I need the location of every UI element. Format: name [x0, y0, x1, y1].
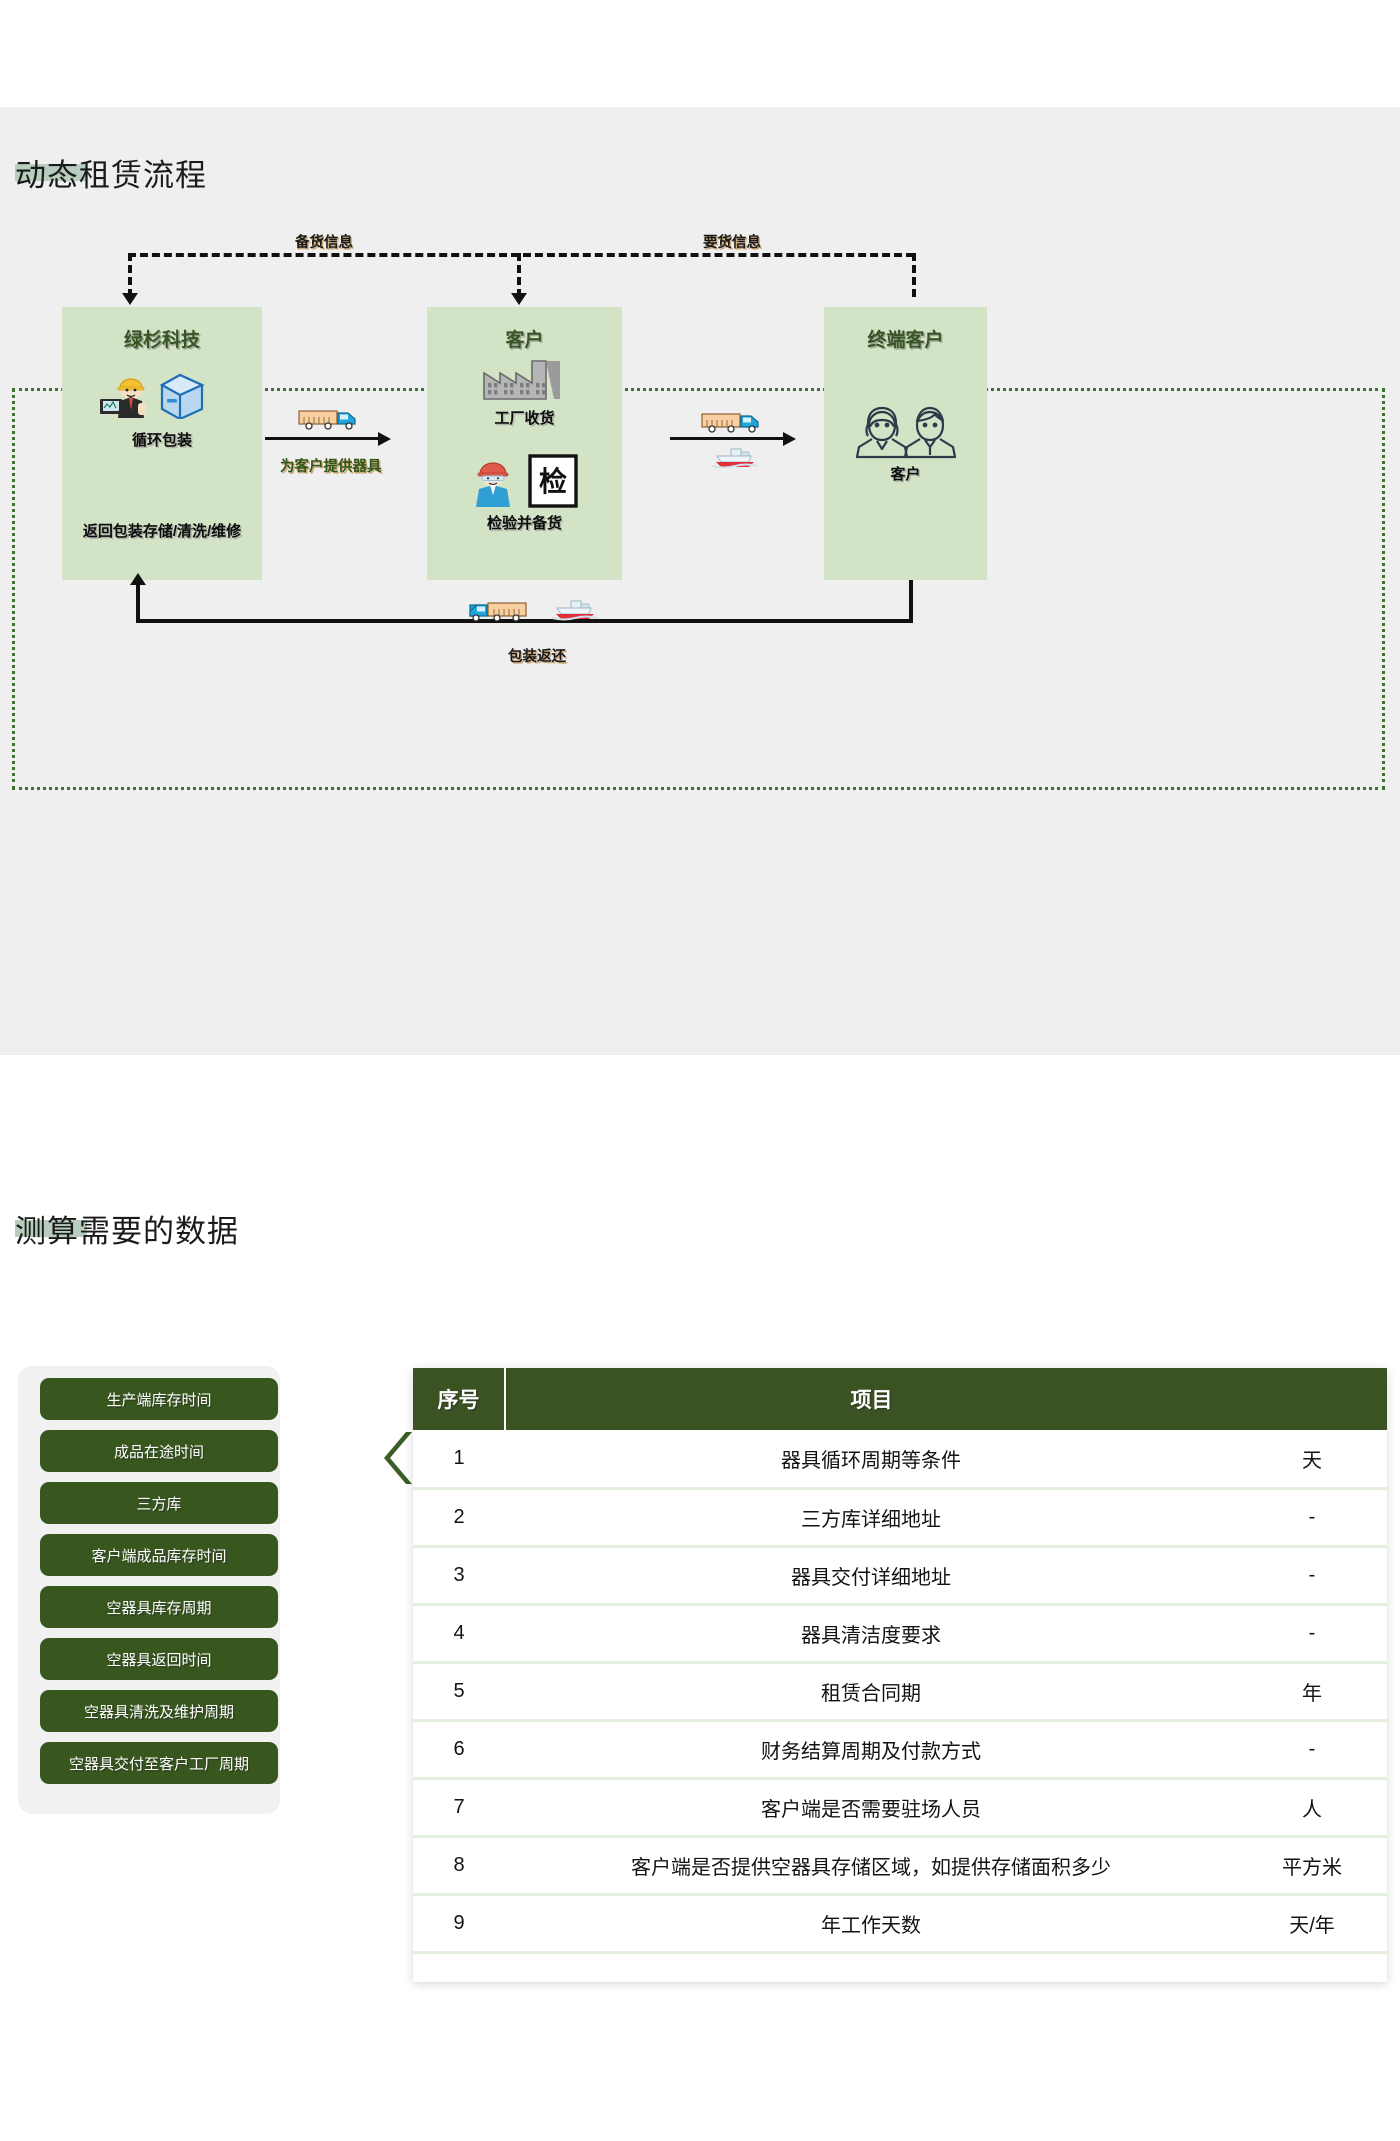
table-row: 4 器具清洁度要求 -	[413, 1604, 1387, 1664]
arrow-head-supply	[378, 432, 391, 446]
ship-icon-delivery	[711, 447, 759, 474]
cell-item: 客户端是否提供空器具存储区域，如提供存储面积多少	[505, 1836, 1237, 1896]
worker-laptop-icon	[98, 369, 150, 424]
calculation-data-table-card: 序号 项目 1 器具循环周期等条件 天 2 三方库详细地址 - 3 器具交付详细…	[413, 1368, 1387, 1982]
flow-label-supply-equipment: 为客户提供器具	[280, 459, 382, 475]
cell-no: 6	[413, 1720, 505, 1780]
flow-label-stock-info: 备货信息	[295, 235, 353, 251]
cell-unit: -	[1237, 1546, 1387, 1606]
caption-inspect-and-prepare: 检验并备货	[486, 515, 562, 532]
cell-no: 7	[413, 1778, 505, 1838]
swimlane-end-customer: 终端客户 客户	[824, 307, 987, 580]
table-row: 1 器具循环周期等条件 天	[413, 1430, 1387, 1490]
dynamic-rental-process-slide: 动态租赁流程 备货信息 要货信息 绿杉科技	[0, 107, 1400, 1055]
flow-label-demand-info: 要货信息	[703, 235, 761, 251]
arrow-head-delivery	[783, 432, 796, 446]
cell-unit: -	[1237, 1488, 1387, 1548]
swimlane-lvshan-tech: 绿杉科技 循环	[62, 307, 262, 580]
flow-label-package-return: 包装返还	[508, 649, 566, 665]
sidebar-item-production-inventory-time[interactable]: 生产端库存时间	[40, 1378, 278, 1420]
title-highlight-1	[15, 164, 87, 181]
svg-text:检: 检	[539, 465, 567, 497]
truck-icon-return	[466, 599, 528, 628]
cell-item: 租赁合同期	[505, 1662, 1237, 1722]
page-title-calculation-data: 测算需要的数据	[15, 1214, 239, 1249]
truck-icon-shipment-1	[297, 407, 359, 436]
table-row: 9 年工作天数 天/年	[413, 1894, 1387, 1954]
title-highlight-2	[15, 1220, 87, 1237]
factory-icon	[482, 359, 566, 406]
sidebar-item-empty-container-delivery-cycle[interactable]: 空器具交付至客户工厂周期	[40, 1742, 278, 1784]
sidebar-item-empty-container-cleaning-maintenance-cycle[interactable]: 空器具清洗及维护周期	[40, 1690, 278, 1732]
cell-unit: -	[1237, 1604, 1387, 1664]
table-row: 5 租赁合同期 年	[413, 1662, 1387, 1722]
return-flow-riser	[909, 580, 913, 622]
swimlane-title-lvshan: 绿杉科技	[123, 330, 200, 351]
sidebar-item-empty-container-inventory-cycle[interactable]: 空器具库存周期	[40, 1586, 278, 1628]
cell-item: 年工作天数	[505, 1894, 1237, 1954]
cell-item: 三方库详细地址	[505, 1488, 1237, 1548]
swimlane-customer: 客户 工厂收货	[427, 307, 622, 580]
table-row: 2 三方库详细地址 -	[413, 1488, 1387, 1548]
table-row: 3 器具交付详细地址 -	[413, 1546, 1387, 1606]
cell-no: 3	[413, 1546, 505, 1606]
chevron-left-icon	[380, 1430, 412, 1486]
arrow-head-return	[130, 573, 146, 585]
cell-no: 9	[413, 1894, 505, 1954]
caption-factory-receipt: 工厂收货	[494, 410, 555, 427]
cell-unit: 天/年	[1237, 1894, 1387, 1954]
arrow-line-supply	[265, 437, 380, 440]
sidebar-item-finished-goods-transit-time[interactable]: 成品在途时间	[40, 1430, 278, 1472]
table-header-no: 序号	[413, 1368, 506, 1430]
cell-no: 8	[413, 1836, 505, 1896]
caption-circular-packaging: 循环包装	[131, 432, 192, 449]
dashed-drop-middle	[517, 253, 521, 297]
process-boundary-box	[12, 388, 1385, 790]
cell-item: 器具交付详细地址	[505, 1546, 1237, 1606]
caption-end-customer: 客户	[890, 466, 921, 483]
cell-unit: 年	[1237, 1662, 1387, 1722]
cell-no: 4	[413, 1604, 505, 1664]
table-header-item: 项目	[505, 1368, 1237, 1430]
cell-unit: 平方米	[1237, 1836, 1387, 1896]
caption-return-packaging: 返回包装存储/清洗/维修	[82, 523, 242, 540]
sidebar-item-third-party-warehouse[interactable]: 三方库	[40, 1482, 278, 1524]
table-header-unit	[1237, 1368, 1387, 1430]
sidebar-item-empty-container-return-time[interactable]: 空器具返回时间	[40, 1638, 278, 1680]
cell-item: 客户端是否需要驻场人员	[505, 1778, 1237, 1838]
cell-item: 器具循环周期等条件	[505, 1430, 1237, 1490]
inspection-stamp-icon: 检	[527, 453, 579, 514]
dashed-drop-left	[128, 253, 132, 297]
customers-icon	[855, 405, 957, 464]
cell-unit: 天	[1237, 1430, 1387, 1490]
table-row: 8 客户端是否提供空器具存储区域，如提供存储面积多少 平方米	[413, 1836, 1387, 1896]
cell-no: 2	[413, 1488, 505, 1548]
swimlane-title-end-customer: 终端客户	[867, 330, 944, 351]
table-row: 6 财务结算周期及付款方式 -	[413, 1720, 1387, 1780]
arrow-down-middle	[511, 293, 527, 305]
cell-item: 器具清洁度要求	[505, 1604, 1237, 1664]
table-row: 7 客户端是否需要驻场人员 人	[413, 1778, 1387, 1838]
dashed-drop-right	[912, 253, 916, 297]
arrow-line-delivery	[670, 437, 785, 440]
package-box-icon	[158, 369, 206, 424]
cell-item: 财务结算周期及付款方式	[505, 1720, 1237, 1780]
cell-no: 5	[413, 1662, 505, 1722]
truck-icon-shipment-2	[700, 410, 762, 439]
page-title-dynamic-rental: 动态租赁流程	[15, 158, 207, 193]
return-flow-drop	[136, 585, 140, 621]
cell-no: 1	[413, 1430, 505, 1490]
table-header-row: 序号 项目	[413, 1368, 1387, 1430]
inspector-icon	[469, 455, 517, 512]
return-flow-line	[136, 619, 913, 623]
calculation-data-table: 序号 项目 1 器具循环周期等条件 天 2 三方库详细地址 - 3 器具交付详细…	[413, 1368, 1387, 1954]
swimlane-title-customer: 客户	[505, 330, 544, 351]
ship-icon-return	[551, 599, 599, 628]
sidebar-panel: 生产端库存时间 成品在途时间 三方库 客户端成品库存时间 空器具库存周期 空器具…	[18, 1366, 280, 1814]
dashed-info-line	[128, 253, 914, 257]
cell-unit: -	[1237, 1720, 1387, 1780]
cell-unit: 人	[1237, 1778, 1387, 1838]
sidebar-item-customer-finished-goods-inventory-time[interactable]: 客户端成品库存时间	[40, 1534, 278, 1576]
arrow-down-left	[122, 293, 138, 305]
